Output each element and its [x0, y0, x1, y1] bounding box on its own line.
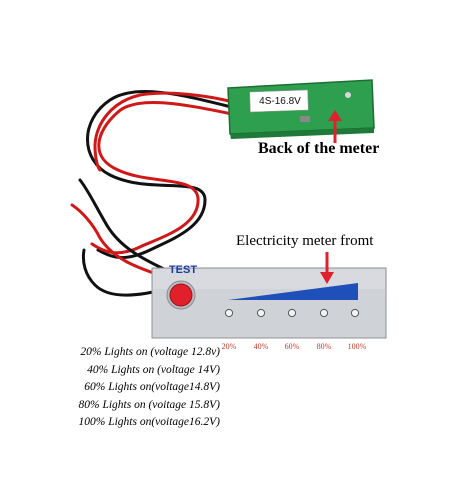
- led-100: [350, 308, 360, 318]
- led-80: [319, 308, 329, 318]
- charge-wedge: [228, 283, 358, 300]
- front-panel: [151, 267, 387, 339]
- back-arrow-head: [328, 110, 342, 121]
- percent-label-60: 60%: [284, 342, 300, 351]
- pcb-component: [300, 116, 310, 122]
- black-wire-2: [78, 178, 172, 274]
- red-wire-3: [70, 203, 170, 280]
- red-wire-2: [93, 91, 254, 172]
- led-20: [224, 308, 234, 318]
- legend-line-40: 40% Lights on (voltage 14V): [87, 363, 220, 376]
- pcb-pad: [345, 92, 351, 98]
- pcb-sticker-bg: [249, 89, 309, 113]
- legend-line-20: 20% Lights on (voltage 12.8v): [80, 346, 220, 358]
- back-arrow: [328, 110, 342, 143]
- black-wire-1: [86, 90, 254, 259]
- percent-label-20: 20%: [221, 342, 237, 351]
- pcb-edge: [230, 128, 374, 139]
- legend-line-60: 60% Lights on(voltage14.8V): [84, 381, 220, 393]
- voltage-legend: 20% Lights on (voltage 12.8v) 40% Lights…: [14, 344, 274, 432]
- back-caption: Back of the meter: [258, 140, 380, 157]
- front-arrow-head: [320, 272, 334, 284]
- led-40: [256, 308, 266, 318]
- front-arrow: [320, 252, 334, 284]
- test-button[interactable]: [169, 283, 193, 307]
- legend-line-80: 80% Lights on (voitage 15.8V): [78, 398, 221, 411]
- percent-label-80: 80%: [316, 342, 332, 351]
- front-caption: Electricity meter fromt: [236, 233, 374, 249]
- pcb-sticker-text: 4S-16.8V: [259, 95, 301, 107]
- led-60: [287, 308, 297, 318]
- red-wire-1: [90, 101, 254, 255]
- percent-label-100: 100%: [347, 342, 367, 351]
- percent-label-40: 40%: [253, 342, 269, 351]
- wires: [70, 90, 254, 297]
- test-button-label: TEST: [168, 264, 198, 276]
- black-wire-3: [81, 248, 172, 297]
- legend-line-100: 100% Lights on(voitage16.2V): [78, 416, 221, 428]
